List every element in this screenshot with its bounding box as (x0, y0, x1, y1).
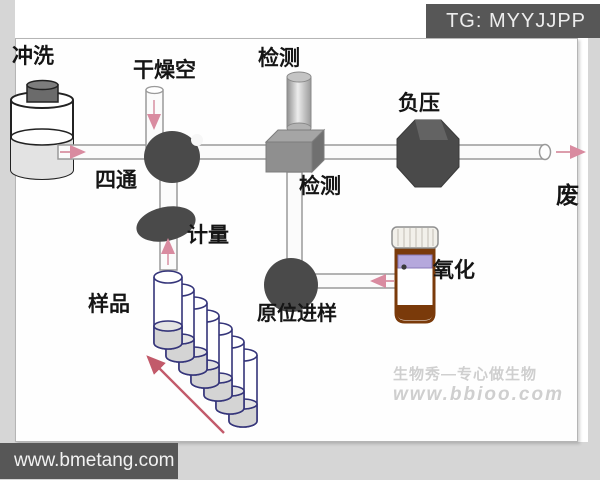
label-four-way-valve: 四通 (95, 169, 137, 192)
tube-open-end (538, 143, 552, 161)
label-negative-pressure: 负压 (398, 92, 440, 115)
label-dry-air: 干燥空 (133, 59, 196, 82)
watermark-url: www.bbioo.com (393, 384, 564, 405)
footer-url-bar: www.bmetang.com (0, 443, 178, 479)
frame-right-strip (588, 38, 600, 442)
sample-direction-arrow (146, 355, 225, 434)
watermark: 生物秀—专心做生物 www.bbioo.com (393, 363, 564, 406)
watermark-slogan: 生物秀—专心做生物 (393, 366, 538, 383)
metering-valve (136, 206, 196, 242)
label-metering: 计量 (187, 224, 229, 247)
oxidation-bottle (391, 226, 439, 324)
label-waste: 废 (556, 182, 579, 208)
sample-tube-rack (153, 270, 258, 428)
in-situ-injection-valve (264, 258, 318, 312)
bottle-speck (401, 264, 407, 270)
tg-badge: TG: MYYJJPP (426, 4, 600, 38)
label-sample: 样品 (88, 293, 130, 316)
rinse-bottle (10, 79, 74, 180)
label-detector-top: 检测 (258, 47, 300, 70)
label-detector-mid: 检测 (299, 175, 341, 198)
negative-pressure-valve (396, 119, 460, 188)
label-rinse: 冲洗 (12, 45, 54, 68)
label-in-situ-injection: 原位进样 (257, 303, 337, 325)
four-way-valve (144, 131, 203, 183)
sample-tube (153, 270, 183, 350)
label-oxidation: 氧化 (433, 259, 475, 282)
detector-cube (264, 128, 326, 174)
detector-cylinder (286, 71, 312, 134)
